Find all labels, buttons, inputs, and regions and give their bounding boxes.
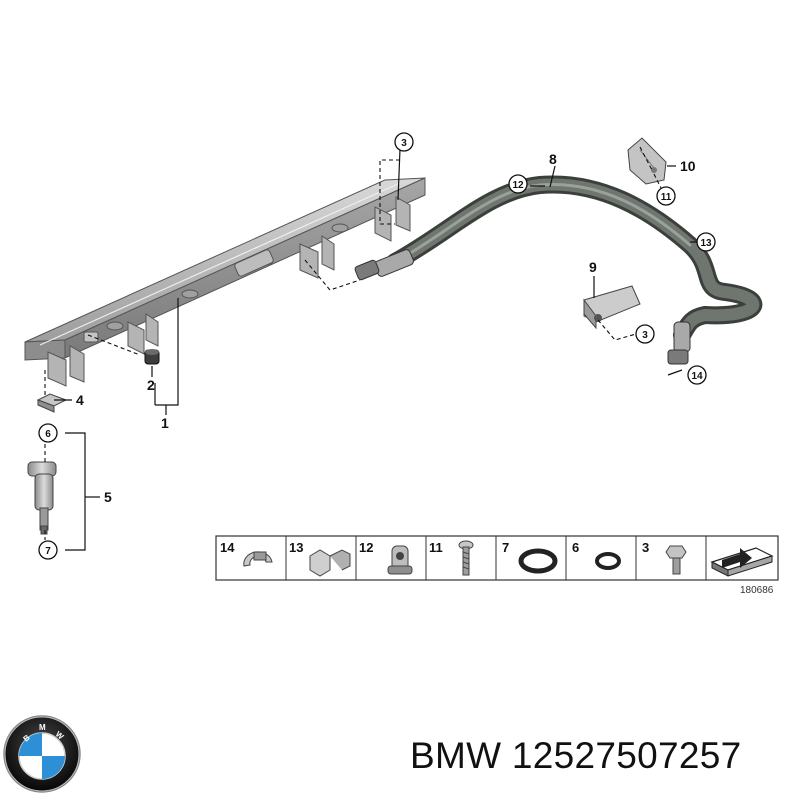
callout-1: 1 — [161, 415, 169, 431]
callout-13: 13 — [696, 232, 716, 252]
dashed-leaders — [44, 146, 663, 540]
leader-lines — [54, 148, 698, 551]
strip-cell-13: 13 — [289, 540, 351, 577]
svg-text:3: 3 — [642, 540, 649, 555]
callout-12: 12 — [508, 174, 528, 194]
callout-10: 10 — [680, 158, 696, 174]
fuel-rail — [24, 177, 426, 387]
svg-text:14: 14 — [220, 540, 235, 555]
o-ring-small-icon — [595, 552, 621, 570]
strip-cell-7: 7 — [502, 540, 558, 574]
screw-icon — [458, 540, 474, 576]
svg-text:14: 14 — [691, 371, 703, 382]
svg-text:7: 7 — [502, 540, 509, 555]
svg-text:11: 11 — [429, 540, 443, 555]
arrow-indicator-icon — [710, 547, 774, 577]
svg-text:12: 12 — [512, 180, 524, 191]
callout-2: 2 — [147, 377, 155, 393]
mounting-bracket-9 — [583, 285, 641, 330]
svg-text:B: B — [22, 733, 32, 744]
bmw-logo-icon: B M W — [3, 715, 81, 793]
svg-text:M: M — [39, 723, 46, 732]
grommet-clip-icon — [387, 545, 413, 575]
svg-text:6: 6 — [45, 429, 51, 440]
callout-4: 4 — [76, 392, 84, 408]
reference-number: 180686 — [740, 585, 774, 596]
strip-cell-3: 3 — [642, 540, 687, 575]
callout-3-bracket: 3 — [635, 324, 655, 344]
callout-14: 14 — [687, 365, 707, 385]
svg-text:4: 4 — [76, 392, 84, 408]
svg-text:9: 9 — [589, 259, 597, 275]
svg-text:2: 2 — [147, 377, 155, 393]
svg-text:3: 3 — [642, 330, 648, 341]
callout-5: 5 — [104, 489, 112, 505]
svg-text:12: 12 — [359, 540, 373, 555]
strip-cell-14: 14 — [220, 540, 273, 567]
callout-6: 6 — [38, 423, 58, 443]
svg-text:W: W — [54, 730, 66, 742]
callout-3-rail: 3 — [394, 132, 414, 152]
hose-clamp-icon — [243, 551, 273, 567]
svg-text:5: 5 — [104, 489, 112, 505]
strip-cell-arrow — [710, 547, 774, 577]
svg-text:11: 11 — [661, 192, 672, 203]
callout-11: 11 — [656, 186, 676, 206]
svg-text:1: 1 — [161, 415, 169, 431]
callout-7: 7 — [38, 540, 58, 560]
svg-text:3: 3 — [401, 138, 407, 149]
o-ring-large-icon — [518, 548, 558, 574]
svg-text:10: 10 — [680, 158, 696, 174]
part-number-caption: BMW 12527507257 — [410, 735, 742, 776]
callout-8: 8 — [549, 151, 557, 167]
fuel-injector-part — [27, 461, 57, 535]
svg-text:13: 13 — [700, 238, 712, 249]
bolt-icon — [665, 545, 687, 575]
callout-9: 9 — [589, 259, 597, 275]
retaining-clip-part — [36, 393, 68, 413]
fuel-hose — [354, 175, 763, 365]
strip-cell-11: 11 — [429, 540, 474, 576]
strip-cell-6: 6 — [572, 540, 621, 570]
svg-text:8: 8 — [549, 151, 557, 167]
pipe-clip-icon — [309, 549, 351, 577]
parts-strip: 14 13 12 11 — [215, 535, 779, 596]
seal-cap-part — [144, 349, 160, 365]
svg-text:6: 6 — [572, 540, 579, 555]
svg-text:13: 13 — [289, 540, 303, 555]
strip-cell-12: 12 — [359, 540, 413, 575]
svg-text:7: 7 — [45, 546, 51, 557]
